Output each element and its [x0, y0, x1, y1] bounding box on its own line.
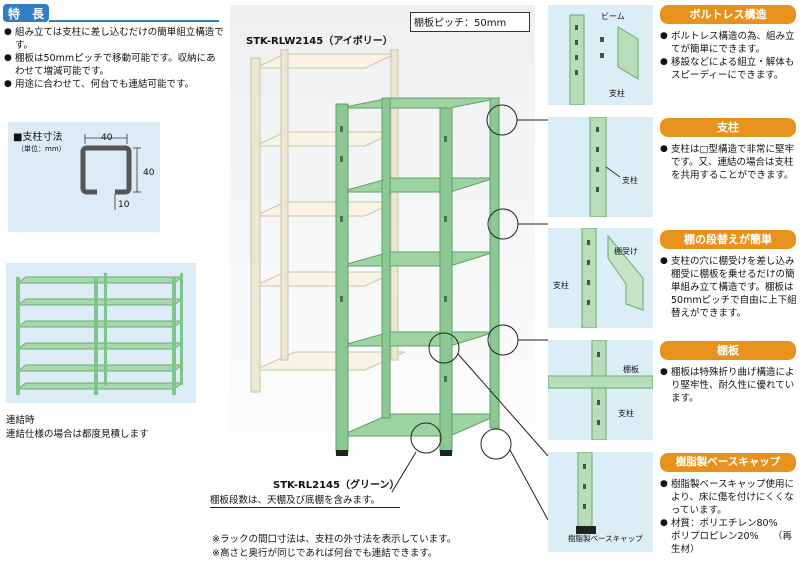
shelf-list: 棚板は特殊折り曲げ構造により堅牢性、耐久性に優れています。: [660, 366, 798, 405]
shelf-detail-label-board: 棚板: [623, 365, 639, 374]
features-list: 組み立ては支柱に差し込むだけの簡単組立構造です。 棚板は50mmピッチで移動可能…: [4, 26, 224, 91]
section-title-base-cap: 樹脂製ベースキャップ: [660, 453, 796, 472]
connected-rack-illustration: [16, 273, 184, 395]
base-cap-label: 樹脂製ベースキャップ: [568, 534, 643, 543]
post-list: 支柱は□型構造で非常に堅牢です。又、連結の場合は支柱を共用することができます。: [660, 143, 798, 182]
green-rack-illustration: [335, 97, 501, 456]
base-cap-item: 材質：ポリエチレン80% ポリプロピレン20% （再生材）: [660, 517, 798, 556]
pitch-label: 棚板ピッチ：50mm: [414, 18, 507, 29]
section-title-bolt-less: ボルトレス構造: [660, 5, 796, 24]
shelf-item: 棚板は特殊折り曲げ構造により堅牢性、耐久性に優れています。: [660, 366, 798, 405]
ivory-rack-illustration: [250, 49, 406, 393]
footnote: ※ラックの間口寸法は、支柱の外寸法を表示しています。: [212, 534, 457, 545]
post-dimension-unit: （単位：mm）: [17, 145, 66, 153]
bolt-less-label-beam: ビーム: [601, 12, 625, 21]
footnote: ※高さと奥行が同じであれば何台でも連結できます。: [212, 548, 438, 559]
features-item: 用途に合わせて、何台でも連結可能です。: [4, 78, 224, 91]
post-detail-label: 支柱: [622, 176, 638, 185]
shelf-count-note: 棚板段数は、天棚及び底棚を含みます。: [210, 495, 381, 506]
shelf-change-detail-illustration: [581, 228, 644, 328]
ivory-model-label: STK-RLW2145（アイボリー）: [246, 36, 393, 47]
post-detail-illustration: [589, 117, 621, 217]
bolt-less-label-post: 支柱: [609, 89, 625, 98]
bolt-less-list: ボルトレス構造の為、組み立てが簡単にできます。 移設などによる組立・解体もスピー…: [660, 30, 798, 82]
connected-rack-photo: [6, 263, 196, 403]
green-model-label: STK-RL2145（グリーン）: [273, 480, 400, 491]
base-cap-item: 樹脂製ベースキャップ使用により、床に傷を付けにくくなっています。: [660, 478, 798, 517]
connected-note: 連結仕様の場合は都度見積します: [6, 429, 149, 440]
shelf-change-list: 支柱の穴に棚受けを差し込み棚受に棚板を乗せるだけの簡単組み立て構造です。棚板は5…: [660, 255, 798, 320]
shelf-change-item: 支柱の穴に棚受けを差し込み棚受に棚板を乗せるだけの簡単組み立て構造です。棚板は5…: [660, 255, 798, 320]
shelf-count-note-line: [210, 507, 400, 508]
features-title: 特 長: [7, 7, 44, 21]
features-item: 組み立ては支柱に差し込むだけの簡単組立構造です。: [4, 26, 224, 52]
pitch-label-box: [410, 12, 530, 32]
base-cap-list: 樹脂製ベースキャップ使用により、床に傷を付けにくくなっています。 材質：ポリエチ…: [660, 478, 798, 556]
post-dimension-diagram: [80, 134, 141, 210]
post-lip-label: 10: [118, 200, 130, 210]
features-underline: [49, 20, 219, 22]
post-item: 支柱は□型構造で非常に堅牢です。又、連結の場合は支柱を共用することができます。: [660, 143, 798, 182]
post-height-label: 40: [143, 168, 155, 178]
bolt-less-item: 移設などによる組立・解体もスピーディーにできます。: [660, 56, 798, 82]
section-title-shelf: 棚板: [660, 341, 796, 360]
post-dimension-title: ■支柱寸法: [13, 132, 63, 143]
connected-caption: 連結時: [6, 415, 35, 426]
detail-image-base-cap: [548, 452, 653, 552]
shelf-change-label-post: 支柱: [553, 281, 569, 290]
post-width-label: 40: [101, 133, 113, 143]
shelf-detail-label-post: 支柱: [618, 409, 634, 418]
features-header: [3, 4, 49, 22]
bolt-less-item: ボルトレス構造の為、組み立てが簡単にできます。: [660, 30, 798, 56]
base-cap-detail-illustration: [576, 452, 596, 534]
bolt-less-detail-illustration: [569, 14, 639, 105]
features-item: 棚板は50mmピッチで移動可能です。収納にあわせて増減可能です。: [4, 52, 224, 78]
shelf-detail-illustration: [548, 340, 653, 440]
section-title-shelf-change: 棚の段替えが簡単: [660, 230, 796, 249]
shelf-change-label-bracket: 棚受け: [614, 247, 638, 256]
section-title-post: 支柱: [660, 118, 796, 137]
